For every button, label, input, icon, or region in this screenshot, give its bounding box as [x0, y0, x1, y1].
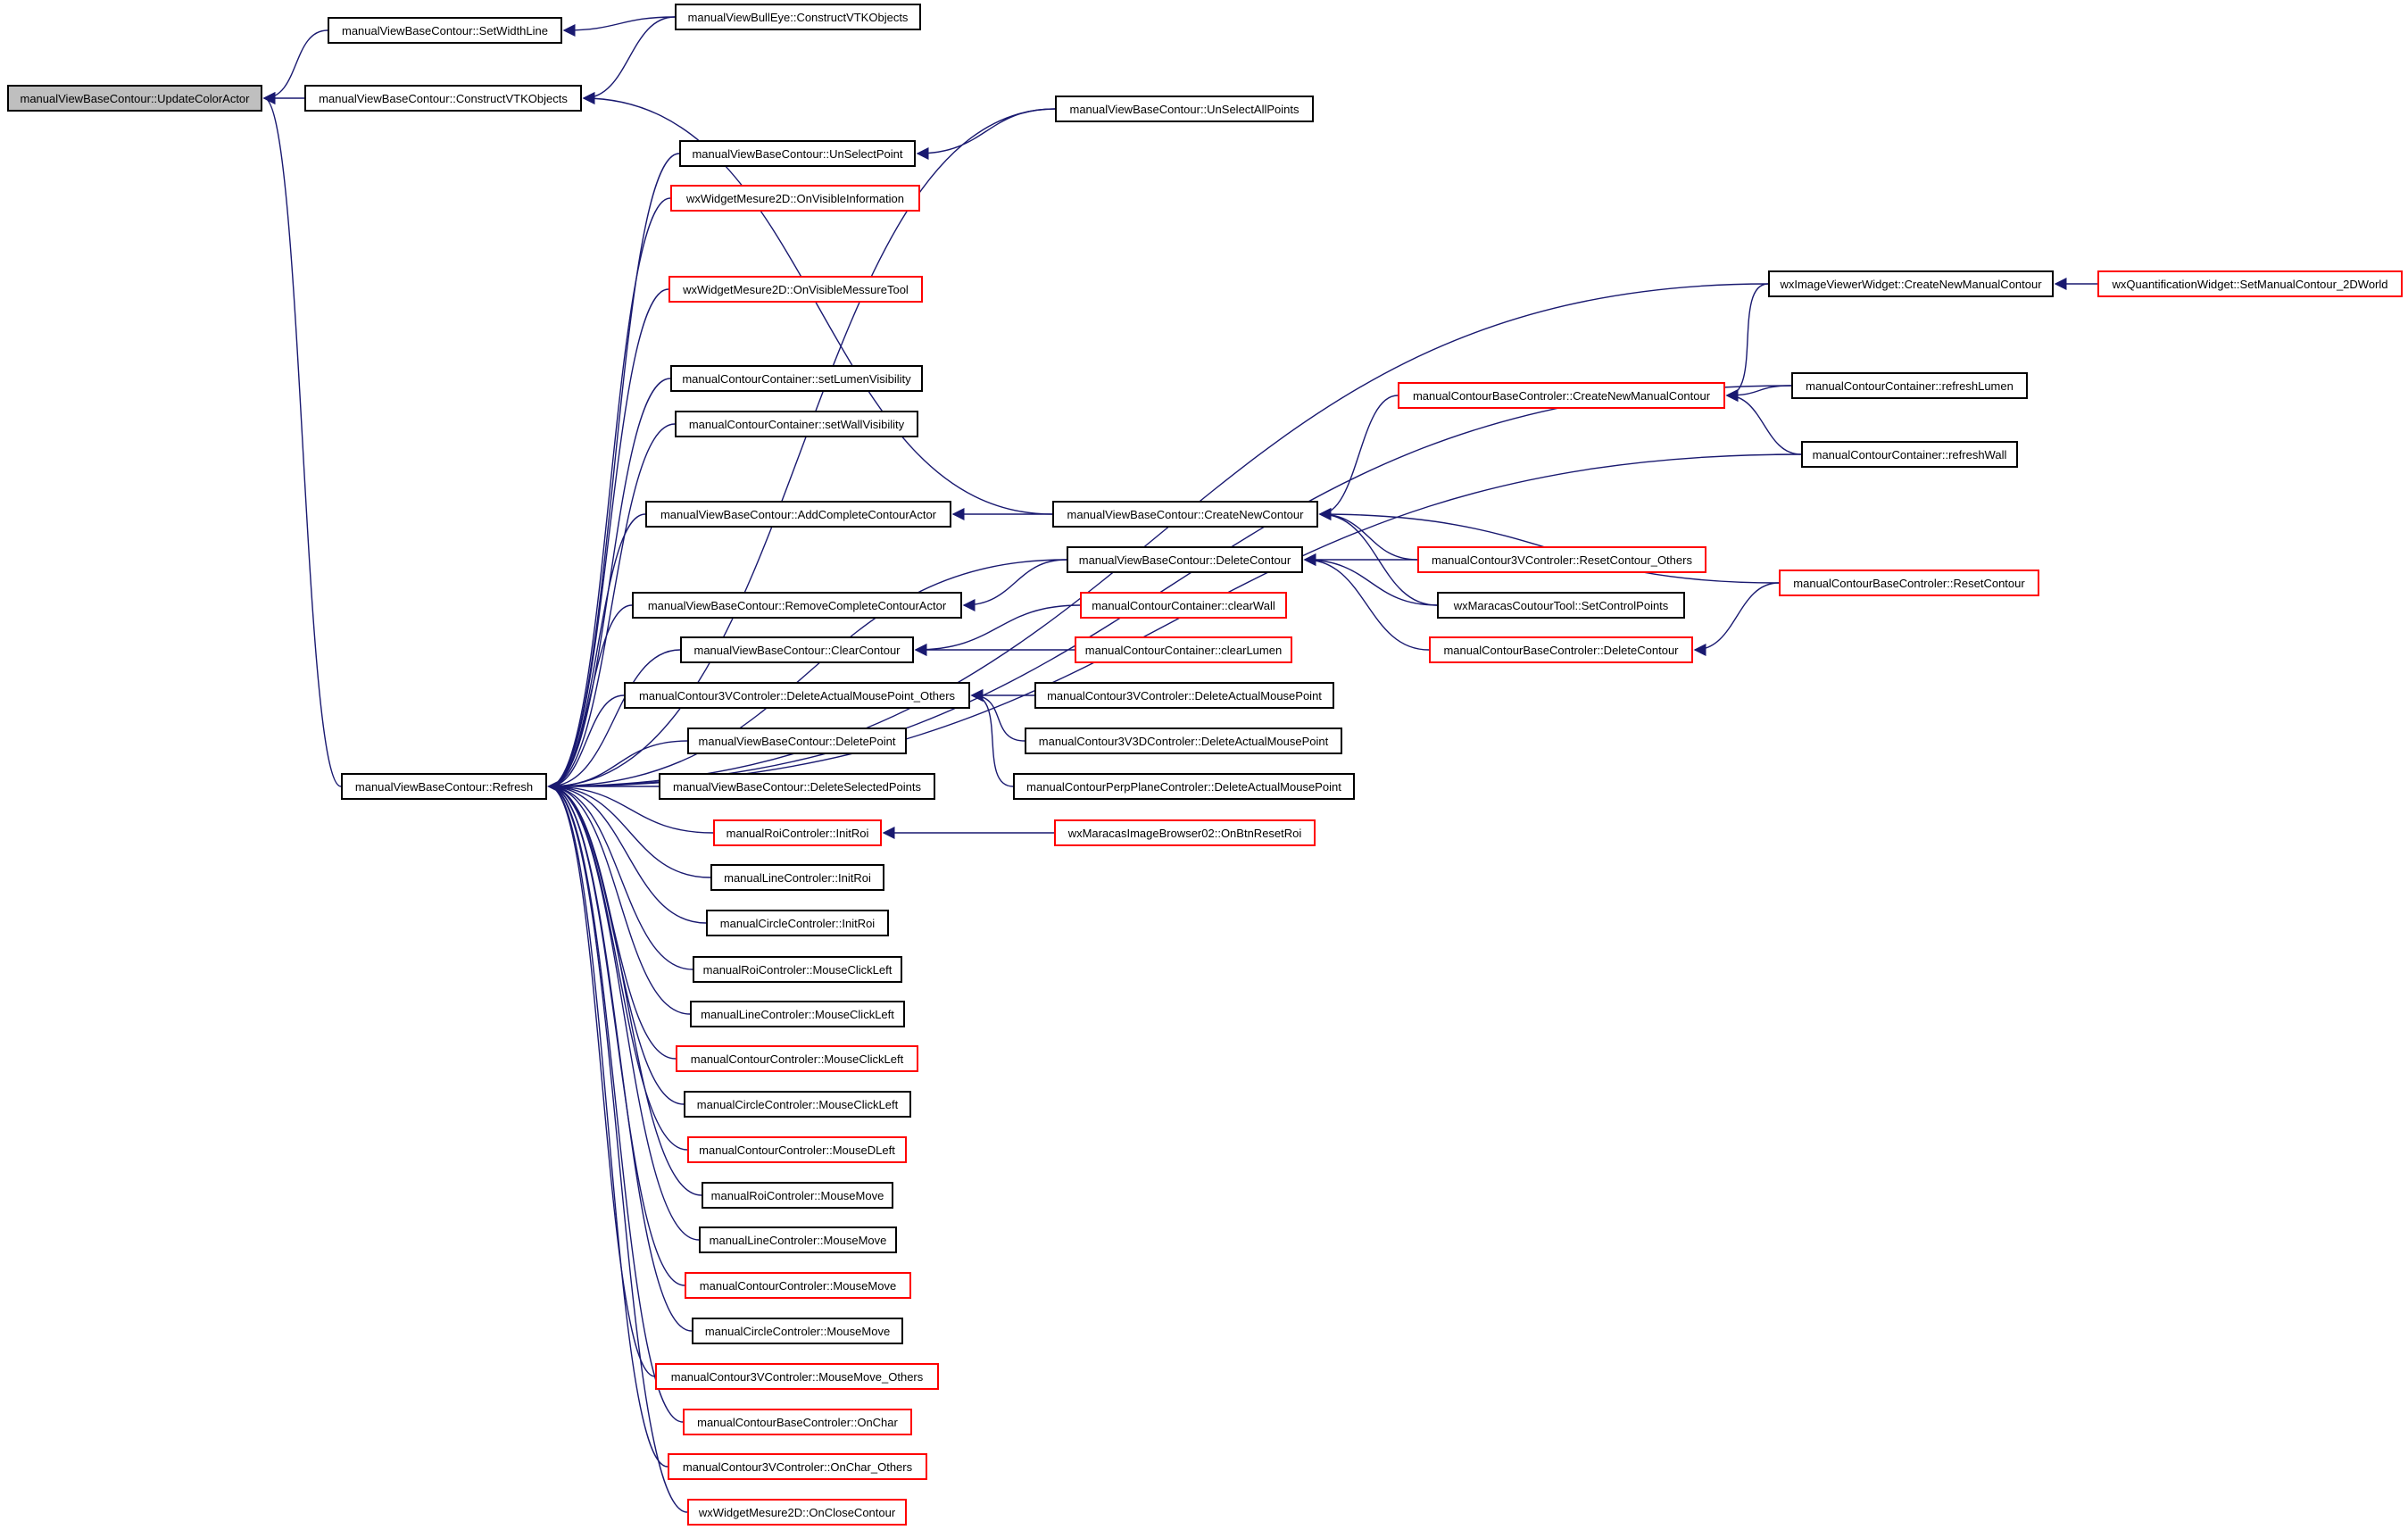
edge-n44-to-n34 [1303, 553, 1430, 651]
edge-n33-to-n2 [582, 92, 1053, 515]
node-circle-init-roi[interactable]: manualCircleControler::InitRoi [706, 910, 889, 936]
node-clear-lumen[interactable]: manualContourContainer::clearLumen [1075, 636, 1292, 663]
node-bulleye-construct-vtk-objects[interactable]: manualViewBullEye::ConstructVTKObjects [675, 4, 921, 30]
edge-n32-to-n3 [547, 780, 688, 1513]
node-on-char-others[interactable]: manualContour3VControler::OnChar_Others [668, 1453, 927, 1480]
node-base-delete-contour[interactable]: manualContourBaseControler::DeleteContou… [1429, 636, 1693, 663]
node-set-lumen-visibility[interactable]: manualContourContainer::setLumenVisibili… [670, 365, 923, 392]
edge-n4-to-n2 [582, 16, 676, 104]
edge-n31-to-n3 [547, 780, 668, 1468]
node-clear-contour[interactable]: manualViewBaseContour::ClearContour [680, 636, 914, 663]
node-unselect-all-points[interactable]: manualViewBaseContour::UnSelectAllPoints [1055, 96, 1314, 122]
node-remove-complete-contour-actor[interactable]: manualViewBaseContour::RemoveCompleteCon… [632, 592, 962, 619]
edge-n6-to-n3 [547, 153, 680, 793]
edge-n11-to-n3 [547, 513, 646, 793]
edge-n18-to-n3 [547, 780, 711, 878]
node-on-btn-reset-roi[interactable]: wxMaracasImageBrowser02::OnBtnResetRoi [1054, 819, 1316, 846]
edge-n47-to-n41 [1725, 389, 1802, 455]
node-circle-mouse-move[interactable]: manualCircleControler::MouseMove [692, 1318, 903, 1344]
edge-n12-to-n3 [547, 604, 633, 793]
edge-n24-to-n3 [547, 780, 688, 1151]
node-on-close-contour[interactable]: wxWidgetMesure2D::OnCloseContour [687, 1499, 907, 1526]
node-refresh-wall[interactable]: manualContourContainer::refreshWall [1801, 441, 2018, 468]
node-set-control-points[interactable]: wxMaracasCoutourTool::SetControlPoints [1437, 592, 1685, 619]
node-line-mouse-click-left[interactable]: manualLineControler::MouseClickLeft [690, 1001, 905, 1027]
edge-n45-to-n3 [547, 283, 1769, 793]
node-contour-mouse-dleft[interactable]: manualContourControler::MouseDLeft [687, 1136, 907, 1163]
edge-n30-to-n3 [547, 780, 684, 1423]
node-construct-vtk-objects[interactable]: manualViewBaseContour::ConstructVTKObjec… [304, 85, 582, 112]
node-perp-plane-delete-actual-mouse-point[interactable]: manualContourPerpPlaneControler::DeleteA… [1013, 773, 1355, 800]
edge-n25-to-n3 [547, 780, 702, 1196]
edge-n21-to-n3 [547, 780, 691, 1015]
edge-n34-to-n3 [547, 559, 1067, 793]
node-add-complete-contour-actor[interactable]: manualViewBaseContour::AddCompleteContou… [645, 501, 951, 528]
edge-n38-to-n14 [970, 689, 1025, 742]
node-base-on-char[interactable]: manualContourBaseControler::OnChar [683, 1409, 912, 1435]
edge-n3-to-n0 [262, 92, 342, 787]
node-update-color-actor[interactable]: manualViewBaseContour::UpdateColorActor [7, 85, 262, 112]
node-reset-contour-others[interactable]: manualContour3VControler::ResetContour_O… [1417, 546, 1706, 573]
edge-n34-to-n12 [962, 559, 1067, 611]
node-circle-mouse-click-left[interactable]: manualCircleControler::MouseClickLeft [684, 1091, 911, 1118]
edge-n19-to-n3 [547, 780, 707, 924]
node-refresh-lumen[interactable]: manualContourContainer::refreshLumen [1791, 372, 2028, 399]
node-delete-actual-mouse-point-others[interactable]: manualContour3VControler::DeleteActualMo… [624, 682, 970, 709]
edge-n28-to-n3 [547, 780, 693, 1332]
edge-n48-to-n44 [1693, 582, 1780, 656]
node-reset-contour[interactable]: manualContourBaseControler::ResetContour [1779, 570, 2039, 596]
node-unselect-point[interactable]: manualViewBaseContour::UnSelectPoint [679, 140, 916, 167]
node-delete-point[interactable]: manualViewBaseContour::DeletePoint [687, 728, 907, 754]
node-set-width-line[interactable]: manualViewBaseContour::SetWidthLine [328, 17, 562, 44]
edge-n13-to-n3 [547, 649, 681, 793]
node-image-viewer-create-new-manual-contour[interactable]: wxImageViewerWidget::CreateNewManualCont… [1768, 270, 2054, 297]
edge-n5-to-n3 [547, 108, 1056, 793]
edge-n29-to-n3 [547, 780, 656, 1377]
node-delete-contour[interactable]: manualViewBaseContour::DeleteContour [1067, 546, 1303, 573]
node-3v-delete-actual-mouse-point[interactable]: manualContour3VControler::DeleteActualMo… [1034, 682, 1334, 709]
node-set-wall-visibility[interactable]: manualContourContainer::setWallVisibilit… [675, 411, 918, 437]
edge-n8-to-n3 [547, 288, 669, 793]
node-mouse-move-others[interactable]: manualContour3VControler::MouseMove_Othe… [655, 1363, 939, 1390]
node-on-visible-messure-tool[interactable]: wxWidgetMesure2D::OnVisibleMessureTool [668, 276, 923, 303]
edge-n17-to-n3 [547, 780, 714, 834]
edge-n42-to-n33 [1318, 508, 1418, 561]
node-set-manual-contour-2d-world[interactable]: wxQuantificationWidget::SetManualContour… [2097, 270, 2403, 297]
edge-n14-to-n3 [547, 694, 625, 793]
node-contour-mouse-move[interactable]: manualContourControler::MouseMove [685, 1272, 911, 1299]
node-delete-selected-points[interactable]: manualViewBaseContour::DeleteSelectedPoi… [659, 773, 935, 800]
edge-n46-to-n3 [547, 385, 1792, 793]
node-roi-init-roi[interactable]: manualRoiControler::InitRoi [713, 819, 882, 846]
edge-n26-to-n3 [547, 780, 700, 1241]
edge-n35-to-n13 [914, 604, 1081, 656]
node-on-visible-information[interactable]: wxWidgetMesure2D::OnVisibleInformation [670, 185, 920, 212]
node-refresh[interactable]: manualViewBaseContour::Refresh [341, 773, 547, 800]
edge-n5-to-n6 [916, 108, 1056, 160]
edge-n9-to-n3 [547, 378, 671, 793]
edge-n43-to-n34 [1303, 553, 1438, 606]
node-3v3d-delete-actual-mouse-point[interactable]: manualContour3V3DControler::DeleteActual… [1025, 728, 1342, 754]
node-roi-mouse-click-left[interactable]: manualRoiControler::MouseClickLeft [693, 956, 902, 983]
node-roi-mouse-move[interactable]: manualRoiControler::MouseMove [702, 1182, 893, 1209]
edge-n10-to-n3 [547, 423, 676, 793]
node-create-new-manual-contour[interactable]: manualContourBaseControler::CreateNewMan… [1398, 382, 1725, 409]
node-contour-mouse-click-left[interactable]: manualContourControler::MouseClickLeft [676, 1045, 918, 1072]
edge-n39-to-n14 [970, 689, 1014, 787]
node-clear-wall[interactable]: manualContourContainer::clearWall [1080, 592, 1287, 619]
node-line-init-roi[interactable]: manualLineControler::InitRoi [710, 864, 884, 891]
edge-n41-to-n33 [1318, 395, 1399, 520]
edge-n45-to-n41 [1725, 283, 1769, 402]
edge-n7-to-n3 [547, 197, 671, 793]
edge-n20-to-n3 [547, 780, 693, 970]
edge-n4-to-n1 [562, 16, 676, 37]
node-line-mouse-move[interactable]: manualLineControler::MouseMove [699, 1226, 897, 1253]
node-create-new-contour[interactable]: manualViewBaseContour::CreateNewContour [1052, 501, 1318, 528]
edge-n47-to-n3 [547, 453, 1802, 793]
edge-n15-to-n3 [547, 740, 688, 793]
